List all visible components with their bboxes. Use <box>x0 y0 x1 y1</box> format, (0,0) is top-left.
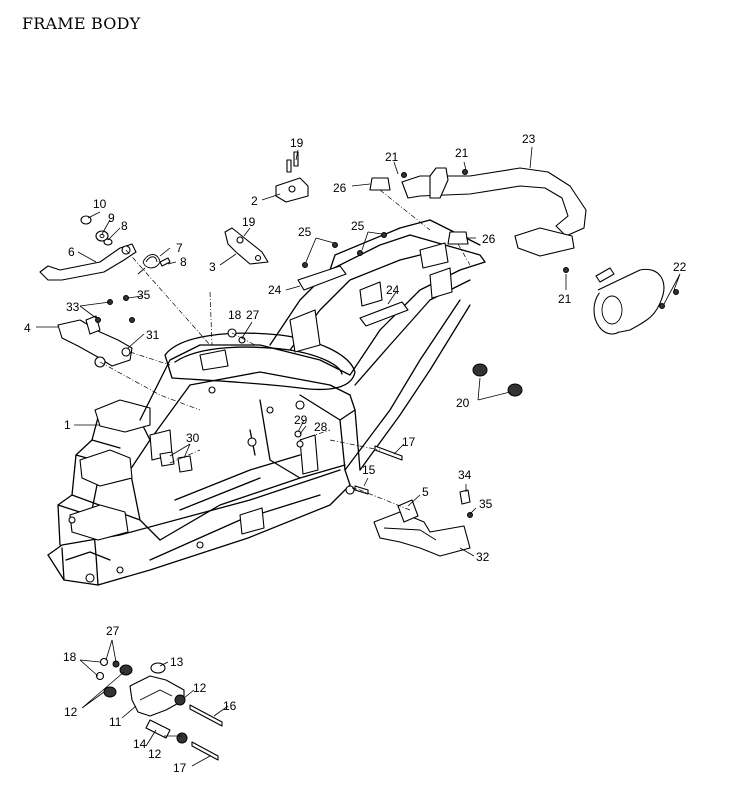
callout-21: 21 <box>455 146 469 160</box>
callout-15: 15 <box>362 463 376 477</box>
callout-18: 18 <box>228 308 242 322</box>
callout-23: 23 <box>522 132 536 146</box>
page-title: FRAME BODY <box>22 14 141 33</box>
callout-28: 28 <box>314 420 328 434</box>
callout-27: 27 <box>246 308 260 322</box>
part-23-rear-rack <box>401 167 587 273</box>
callout-9: 9 <box>108 211 115 225</box>
callout-10: 10 <box>93 197 107 211</box>
callout-2: 2 <box>251 194 258 208</box>
callout-13: 13 <box>170 655 184 669</box>
callout-18: 18 <box>63 650 77 664</box>
callout-34: 34 <box>458 468 472 482</box>
callout-12: 12 <box>64 705 78 719</box>
part-6-brake-pedal <box>39 243 137 281</box>
part-30-rubbers <box>159 451 193 473</box>
callout-25: 25 <box>351 219 365 233</box>
part-4-bracket <box>57 315 133 368</box>
callout-27: 27 <box>106 624 120 638</box>
part-22-muffler <box>593 267 679 335</box>
part-18-27-nuts <box>227 328 246 344</box>
callout-8: 8 <box>180 255 187 269</box>
part-28-29-fasteners <box>294 430 304 448</box>
part-3-bracket <box>224 227 269 265</box>
leader-lines <box>36 146 681 767</box>
callout-17: 17 <box>173 761 187 775</box>
callout-21: 21 <box>385 150 399 164</box>
callout-5: 5 <box>422 485 429 499</box>
callout-25: 25 <box>298 225 312 239</box>
part-5-32-footrest <box>373 489 473 557</box>
callout-14: 14 <box>133 737 147 751</box>
callout-35: 35 <box>137 288 151 302</box>
callout-35: 35 <box>479 497 493 511</box>
callout-19: 19 <box>242 215 256 229</box>
callout-24: 24 <box>386 283 400 297</box>
callout-3: 3 <box>209 260 216 274</box>
callout-24: 24 <box>268 283 282 297</box>
part-26-dampers <box>369 177 469 245</box>
assembly-guide-lines <box>99 189 471 511</box>
part-33-35-31-fasteners <box>95 295 135 323</box>
callout-11: 11 <box>109 715 122 729</box>
callout-8: 8 <box>121 219 128 233</box>
callout-1: 1 <box>64 418 71 432</box>
callout-16: 16 <box>223 699 237 713</box>
lower-arm-assembly <box>95 657 223 761</box>
callout-22: 22 <box>673 260 687 274</box>
callout-33: 33 <box>66 300 80 314</box>
part-20-bushings <box>472 363 523 397</box>
part-7-spring <box>137 254 171 275</box>
callout-19: 19 <box>290 136 304 150</box>
callout-7: 7 <box>176 241 183 255</box>
callout-26: 26 <box>333 181 347 195</box>
part-24-brackets <box>297 232 409 327</box>
callout-12: 12 <box>193 681 207 695</box>
part-2-bracket <box>275 151 309 203</box>
callout-21: 21 <box>558 292 572 306</box>
callout-29: 29 <box>294 413 308 427</box>
callout-26: 26 <box>482 232 496 246</box>
callout-4: 4 <box>24 321 31 335</box>
callout-30: 30 <box>186 431 200 445</box>
callout-6: 6 <box>68 245 75 259</box>
callout-12: 12 <box>148 747 162 761</box>
callout-31: 31 <box>146 328 160 342</box>
callout-20: 20 <box>456 396 470 410</box>
callout-labels: 1 2 3 4 5 6 7 8 8 9 10 11 12 12 12 13 14… <box>24 132 687 775</box>
callout-17: 17 <box>402 435 416 449</box>
callout-32: 32 <box>476 550 490 564</box>
